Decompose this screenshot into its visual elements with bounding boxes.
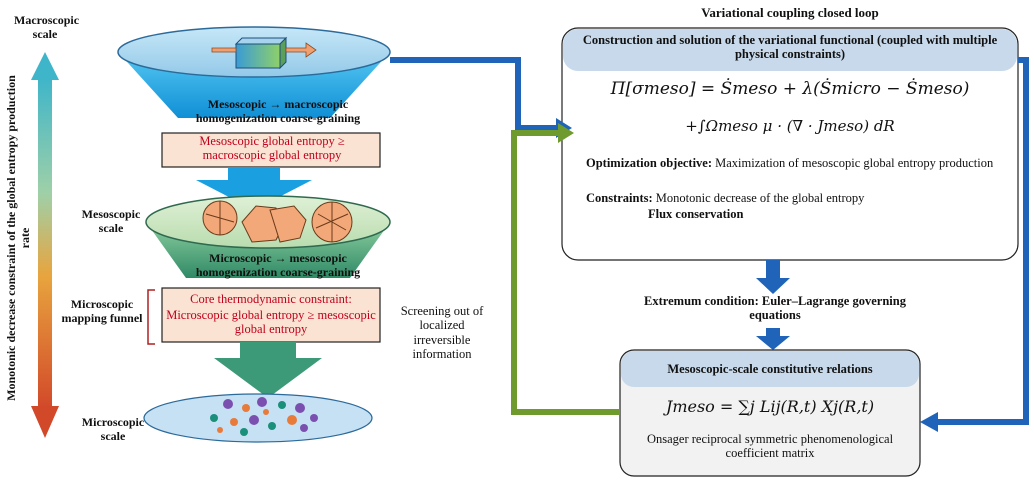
flux-conservation: Flux conservation <box>648 207 744 221</box>
functional-equation-line1: Π[σmeso] = Ṡmeso + λ(Ṡmicro − Ṡmeso) <box>610 79 970 99</box>
constitutive-equation: Jmeso = ∑j Lij(R,t) Xj(R,t) <box>665 397 875 416</box>
onsager-text: Onsager reciprocal symmetric phenomenolo… <box>646 432 894 461</box>
mesoscopic-scale-label: Mesoscopic scale <box>81 207 141 235</box>
blue-down-arrow-2 <box>756 328 790 350</box>
blue-down-arrow-1 <box>756 260 790 294</box>
extremum-condition: Extremum condition: Euler–Lagrange gover… <box>644 294 906 323</box>
constraints-text: Constraints: Monotonic decrease of the g… <box>586 191 996 205</box>
macro-funnel <box>117 26 391 118</box>
functional-header-bg <box>563 29 1017 71</box>
stage1-constraint-box <box>161 132 381 168</box>
material-cube-icon <box>211 36 317 70</box>
stage2-constraint-box <box>161 287 381 343</box>
constraints-value: Monotonic decrease of the global entropy <box>655 191 865 205</box>
constitutive-header: Mesoscopic-scale constitutive relations <box>667 362 873 376</box>
microscopic-scale-label: Microscopic scale <box>81 415 145 443</box>
functional-equation-line2: +∫Ωmeso μ · (∇ · Jmeso) dR <box>685 117 895 135</box>
stage1-title: Mesoscopic → macroscopic homogenization … <box>195 97 361 125</box>
micro-bracket <box>147 289 155 345</box>
stage1-constraint: Mesoscopic global entropy ≥ macroscopic … <box>199 134 345 163</box>
grain-cluster-icon <box>202 200 353 243</box>
constraints-label: Constraints: <box>586 191 653 205</box>
objective-text: Optimization objective: Maximization of … <box>586 156 996 170</box>
meso-funnel <box>145 195 391 278</box>
macroscopic-scale-label: Macroscopic scale <box>14 13 80 41</box>
functional-header: Construction and solution of the variati… <box>582 33 998 62</box>
functional-box <box>561 27 1019 261</box>
microscopic-mapping-funnel-label: Microscopic mapping funnel <box>61 297 143 325</box>
blue-flow-arrow-top <box>390 57 572 138</box>
objective-label: Optimization objective: <box>586 156 713 170</box>
objective-value: Maximization of mesoscopic global entrop… <box>715 156 994 170</box>
loop-title: Variational coupling closed loop <box>701 5 879 20</box>
micro-disc <box>143 393 373 443</box>
down-arrow-2 <box>214 342 322 398</box>
screening-note: Screening out of localized irreversible … <box>400 304 484 362</box>
blue-return-arrow <box>920 57 1029 432</box>
green-feedback-arrow <box>511 123 620 415</box>
constitutive-header-bg <box>621 351 919 387</box>
scale-double-arrow <box>31 52 59 438</box>
stage2-title: Microscopic → mesoscopic homogenization … <box>195 251 361 279</box>
down-arrow-1 <box>196 167 312 210</box>
stage2-constraint-line2: Microscopic global entropy ≥ mesoscopic … <box>166 308 376 337</box>
stage2-constraint-line1: Core thermodynamic constraint: <box>190 292 352 306</box>
vertical-entropy-label: Monotonic decrease constraint of the glo… <box>4 75 32 401</box>
